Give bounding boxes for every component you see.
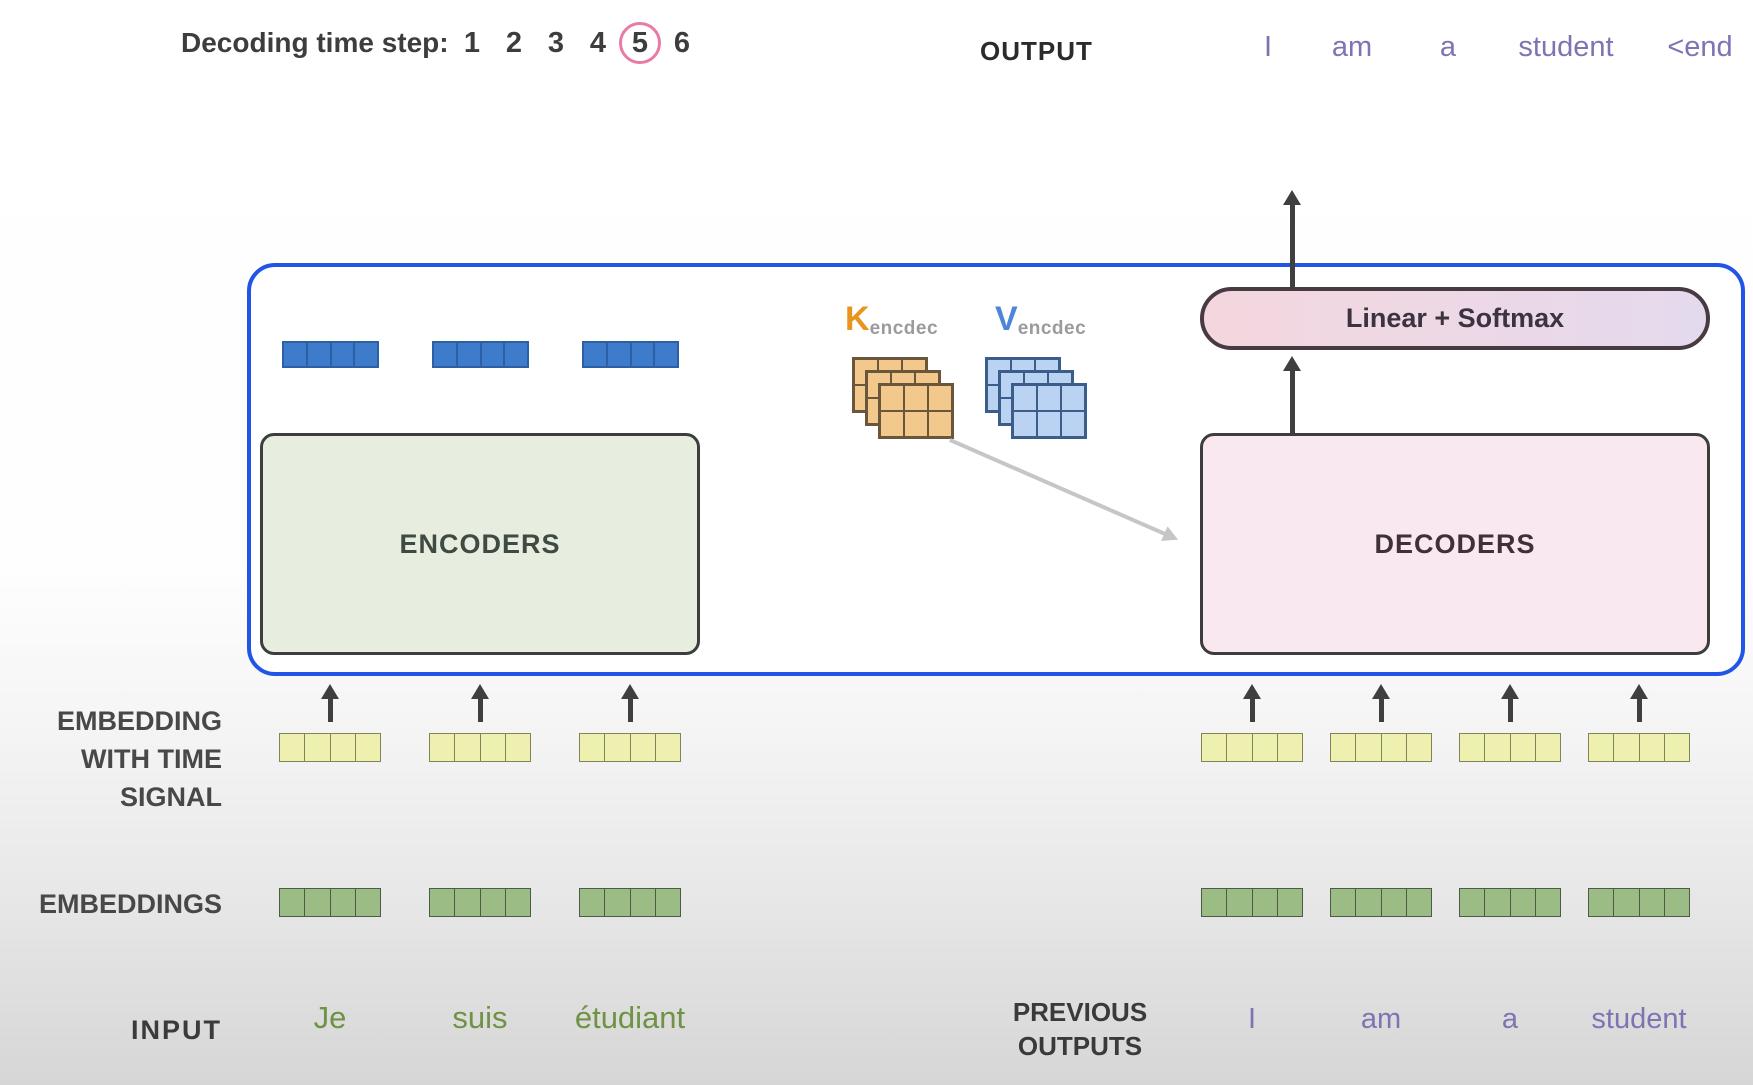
embedding-vector	[1330, 888, 1432, 917]
v-matrix-layer	[1011, 383, 1087, 439]
input-token: étudiant	[574, 1000, 686, 1035]
encoder-output-vector	[582, 341, 679, 368]
up-arrow-icon	[1372, 684, 1390, 722]
previous-outputs-label: PREVIOUS OUTPUTS	[930, 995, 1230, 1063]
step-number-6: 6	[673, 27, 691, 59]
time-signal-embedding-vector	[1459, 733, 1561, 762]
step-number-5: 5	[631, 26, 649, 59]
k-letter: K	[845, 300, 870, 338]
embedding-with-time-signal-label: EMBEDDING WITH TIME SIGNAL	[0, 702, 222, 816]
embedding-vector	[1201, 888, 1303, 917]
output-token-end: <end	[1667, 31, 1733, 63]
v-letter: V	[995, 300, 1018, 338]
input-token: suis	[452, 1000, 508, 1035]
step-number-2: 2	[505, 27, 523, 59]
previous-outputs-line2: OUTPUTS	[1017, 1031, 1143, 1061]
time-signal-embedding-vector	[1330, 733, 1432, 762]
output-token: student	[1518, 31, 1614, 63]
up-arrow-icon	[321, 684, 339, 722]
k-matrix-layer	[878, 383, 954, 439]
input-label: INPUT	[131, 1015, 222, 1045]
embedding-vector	[1459, 888, 1561, 917]
time-signal-embedding-vector	[1201, 733, 1303, 762]
decoders-box: DECODERS	[1200, 433, 1710, 655]
decoders-label: DECODERS	[1374, 528, 1536, 559]
previous-output-token: I	[1247, 1003, 1257, 1035]
previous-outputs-line1: PREVIOUS	[1012, 997, 1148, 1027]
encoders-label: ENCODERS	[399, 528, 561, 559]
step-number-3: 3	[547, 27, 565, 59]
decoding-time-step-label: Decoding time step:	[181, 27, 449, 58]
up-arrow-icon	[621, 684, 639, 722]
k-subscript: encdec	[869, 318, 939, 339]
input-token: Je	[313, 1000, 347, 1035]
up-arrow-icon	[471, 684, 489, 722]
encoder-output-vector	[282, 341, 379, 368]
linear-softmax-label: Linear + Softmax	[1345, 303, 1565, 333]
linear-softmax-box: Linear + Softmax	[1200, 287, 1710, 350]
output-token: am	[1331, 31, 1373, 63]
embedding-vector	[279, 888, 381, 917]
v-subscript: encdec	[1017, 318, 1087, 339]
time-signal-embedding-vector	[1588, 733, 1690, 762]
embeddings-label: EMBEDDINGS	[38, 889, 222, 919]
embedding-time-line1: EMBEDDING	[56, 706, 222, 736]
v-encdec-label: Vencdec	[995, 300, 1086, 340]
embedding-vector	[579, 888, 681, 917]
up-arrow-icon	[1283, 356, 1301, 433]
output-token: a	[1439, 31, 1457, 63]
step-number-1: 1	[463, 27, 481, 59]
k-encdec-label: Kencdec	[845, 300, 938, 340]
output-label: OUTPUT	[980, 36, 1093, 66]
active-step-ring: 5	[619, 22, 661, 64]
embedding-vector	[429, 888, 531, 917]
previous-output-token: am	[1360, 1003, 1402, 1035]
embedding-time-line2: WITH TIME	[81, 744, 222, 774]
up-arrow-icon	[1501, 684, 1519, 722]
time-signal-embedding-vector	[429, 733, 531, 762]
step-number-4: 4	[589, 27, 607, 59]
previous-output-token: student	[1591, 1003, 1687, 1035]
previous-output-token: a	[1501, 1003, 1519, 1035]
encoders-box: ENCODERS	[260, 433, 700, 655]
up-arrow-icon	[1283, 190, 1301, 288]
up-arrow-icon	[1630, 684, 1648, 722]
encoder-output-vector	[432, 341, 529, 368]
time-signal-embedding-vector	[279, 733, 381, 762]
output-token: I	[1263, 31, 1273, 63]
embedding-vector	[1588, 888, 1690, 917]
embedding-time-line3: SIGNAL	[119, 782, 222, 812]
time-signal-embedding-vector	[579, 733, 681, 762]
up-arrow-icon	[1243, 684, 1261, 722]
